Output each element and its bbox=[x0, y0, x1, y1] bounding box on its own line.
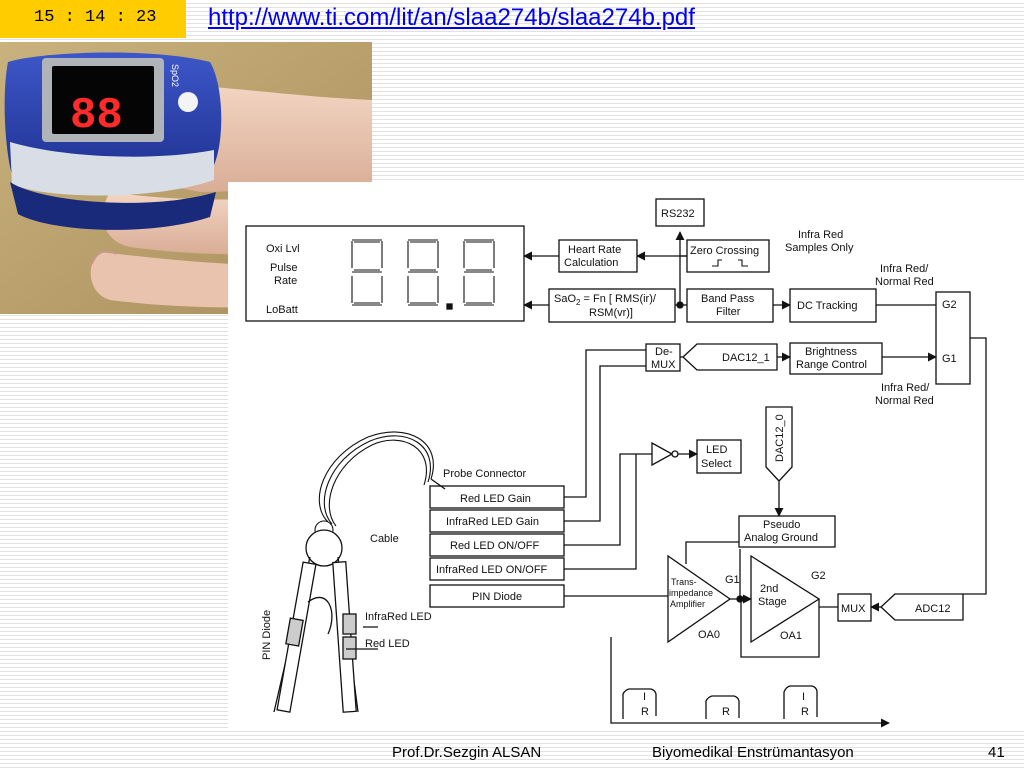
cable-label: Cable bbox=[370, 533, 399, 545]
g1-label: G1 bbox=[942, 353, 957, 365]
source-link[interactable]: http://www.ti.com/lit/an/slaa274b/slaa27… bbox=[208, 4, 695, 31]
probe-cable bbox=[314, 431, 434, 540]
probe-row-pin-diode: PIN Diode bbox=[472, 591, 522, 603]
rs232-block bbox=[655, 198, 705, 227]
oximeter-reading: 88 bbox=[70, 91, 123, 141]
stage2-label-1: 2nd bbox=[760, 583, 778, 595]
dac12-0-block bbox=[765, 406, 793, 482]
annotation-ir-normal-top-2: Normal Red bbox=[875, 276, 934, 288]
annotation-ir-normal-bot-2: Normal Red bbox=[875, 395, 934, 407]
dac12-1-block bbox=[682, 343, 778, 371]
lcd-label-pulse: Pulse bbox=[270, 262, 298, 274]
waveform-pulse-1 bbox=[622, 688, 657, 719]
demux-label-2: MUX bbox=[651, 359, 676, 371]
waveform-label-r-1: R bbox=[641, 706, 649, 718]
sao2-label-2: RSM(vr)] bbox=[589, 307, 633, 319]
footer-author: Prof.Dr.Sezgin ALSAN bbox=[392, 744, 542, 761]
annotation-ir-only-2: Samples Only bbox=[785, 242, 854, 254]
red-led-label: Red LED bbox=[365, 638, 410, 650]
dac12-1-label: DAC12_1 bbox=[722, 352, 770, 364]
annotation-ir-normal-bot-1: Infra Red/ bbox=[881, 382, 930, 394]
waveform-label-i-1: I bbox=[643, 691, 646, 703]
stage2-label-2: Stage bbox=[758, 596, 787, 608]
lcd-seven-segment-digits bbox=[351, 239, 495, 306]
infrared-led-label: InfraRed LED bbox=[365, 611, 432, 623]
footer-page-number: 41 bbox=[988, 744, 1005, 761]
probe-row-red-led-onoff: Red LED ON/OFF bbox=[450, 540, 540, 552]
led-select-buffer bbox=[651, 441, 674, 467]
pseudo-ground-label-2: Analog Ground bbox=[744, 532, 818, 544]
probe-connector-label: Probe Connector bbox=[443, 468, 526, 480]
waveform-label-r-3: R bbox=[801, 706, 809, 718]
oximeter-side-label: SpO2 bbox=[170, 64, 180, 87]
probe-row-infrared-led-gain: InfraRed LED Gain bbox=[446, 516, 539, 528]
adc12-block bbox=[880, 593, 964, 621]
probe-row-red-led-gain: Red LED Gain bbox=[460, 493, 531, 505]
lcd-label-rate: Rate bbox=[274, 275, 297, 287]
adc12-label: ADC12 bbox=[915, 603, 950, 615]
heart-rate-label-1: Heart Rate bbox=[568, 244, 621, 256]
annotation-ir-normal-top-1: Infra Red/ bbox=[880, 263, 929, 275]
lcd-label-lobatt: LoBatt bbox=[266, 304, 298, 316]
tia-label-2: impedance bbox=[669, 588, 713, 598]
waveform-pulse-3 bbox=[783, 685, 818, 719]
tia-label-3: Amplifier bbox=[670, 599, 705, 609]
annotation-ir-only-1: Infra Red bbox=[798, 229, 843, 241]
pulse-oximeter-photo: 88 SpO2 bbox=[0, 42, 372, 314]
clock-badge: 15 : 14 : 23 bbox=[0, 0, 186, 38]
transimpedance-amplifier bbox=[667, 554, 732, 644]
g2-label: G2 bbox=[942, 299, 957, 311]
waveform-label-r-2: R bbox=[722, 706, 730, 718]
waveform-pulse-2 bbox=[705, 695, 740, 719]
band-pass-label-2: Filter bbox=[716, 306, 741, 318]
waveform-label-i-2: I bbox=[802, 691, 805, 703]
diagram-panel: Oxi Lvl Pulse Rate LoBatt Heart Rate Cal… bbox=[228, 182, 1024, 730]
stage2-gain-label: G2 bbox=[811, 570, 826, 582]
pseudo-ground-block bbox=[738, 515, 836, 548]
led-select-label-2: Select bbox=[701, 458, 732, 470]
zero-crossing-symbol bbox=[712, 259, 748, 267]
oa1-label: OA1 bbox=[780, 630, 802, 642]
pseudo-ground-label-1: Pseudo bbox=[763, 519, 800, 531]
dac12-0-label: DAC12_0 bbox=[774, 414, 786, 462]
oa0-label: OA0 bbox=[698, 629, 720, 641]
brightness-label-2: Range Control bbox=[796, 359, 867, 371]
band-pass-label-1: Band Pass bbox=[701, 293, 755, 305]
rs232-label: RS232 bbox=[661, 208, 695, 220]
footer-course: Biyomedikal Enstrümantasyon bbox=[652, 744, 854, 761]
zero-crossing-label: Zero Crossing bbox=[690, 245, 759, 257]
lcd-display bbox=[245, 225, 525, 322]
pin-diode-label: PIN Diode bbox=[261, 610, 273, 660]
probe-row-infrared-led-onoff: InfraRed LED ON/OFF bbox=[436, 564, 548, 576]
tia-gain-label: G1 bbox=[725, 574, 740, 586]
tia-label-1: Trans- bbox=[671, 577, 697, 587]
pulse-oximeter-block-diagram: Oxi Lvl Pulse Rate LoBatt Heart Rate Cal… bbox=[245, 198, 987, 728]
led-select-label-1: LED bbox=[706, 444, 727, 456]
heart-rate-label-2: Calculation bbox=[564, 257, 618, 269]
lcd-label-oxi: Oxi Lvl bbox=[266, 243, 300, 255]
finger-clip bbox=[273, 529, 359, 713]
mux-label: MUX bbox=[841, 603, 866, 615]
lcd-decimal-point bbox=[446, 303, 453, 310]
demux-label-1: De- bbox=[655, 346, 673, 358]
dc-tracking-label: DC Tracking bbox=[797, 300, 858, 312]
sao2-label-1: SaO2 = Fn [ RMS(ir)/ bbox=[554, 293, 657, 307]
brightness-label-1: Brightness bbox=[805, 346, 857, 358]
